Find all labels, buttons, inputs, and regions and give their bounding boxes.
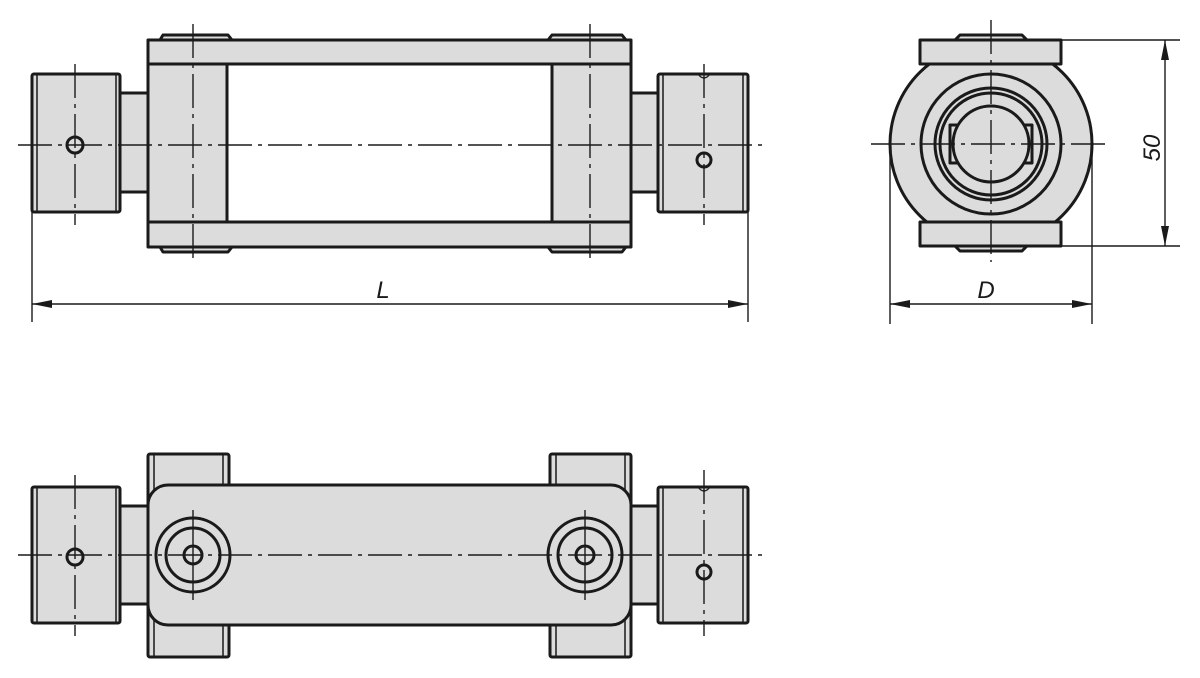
left-neck <box>118 91 150 194</box>
length-label: L <box>376 277 389 304</box>
top-view: L <box>18 24 762 322</box>
frame-window <box>225 62 554 224</box>
bottom-view <box>18 452 765 659</box>
right-cap <box>656 72 750 214</box>
diameter-label: D <box>977 277 994 304</box>
right-neck <box>629 91 660 194</box>
height-label: 50 <box>1139 134 1166 161</box>
side-view: 50 D <box>871 20 1180 324</box>
